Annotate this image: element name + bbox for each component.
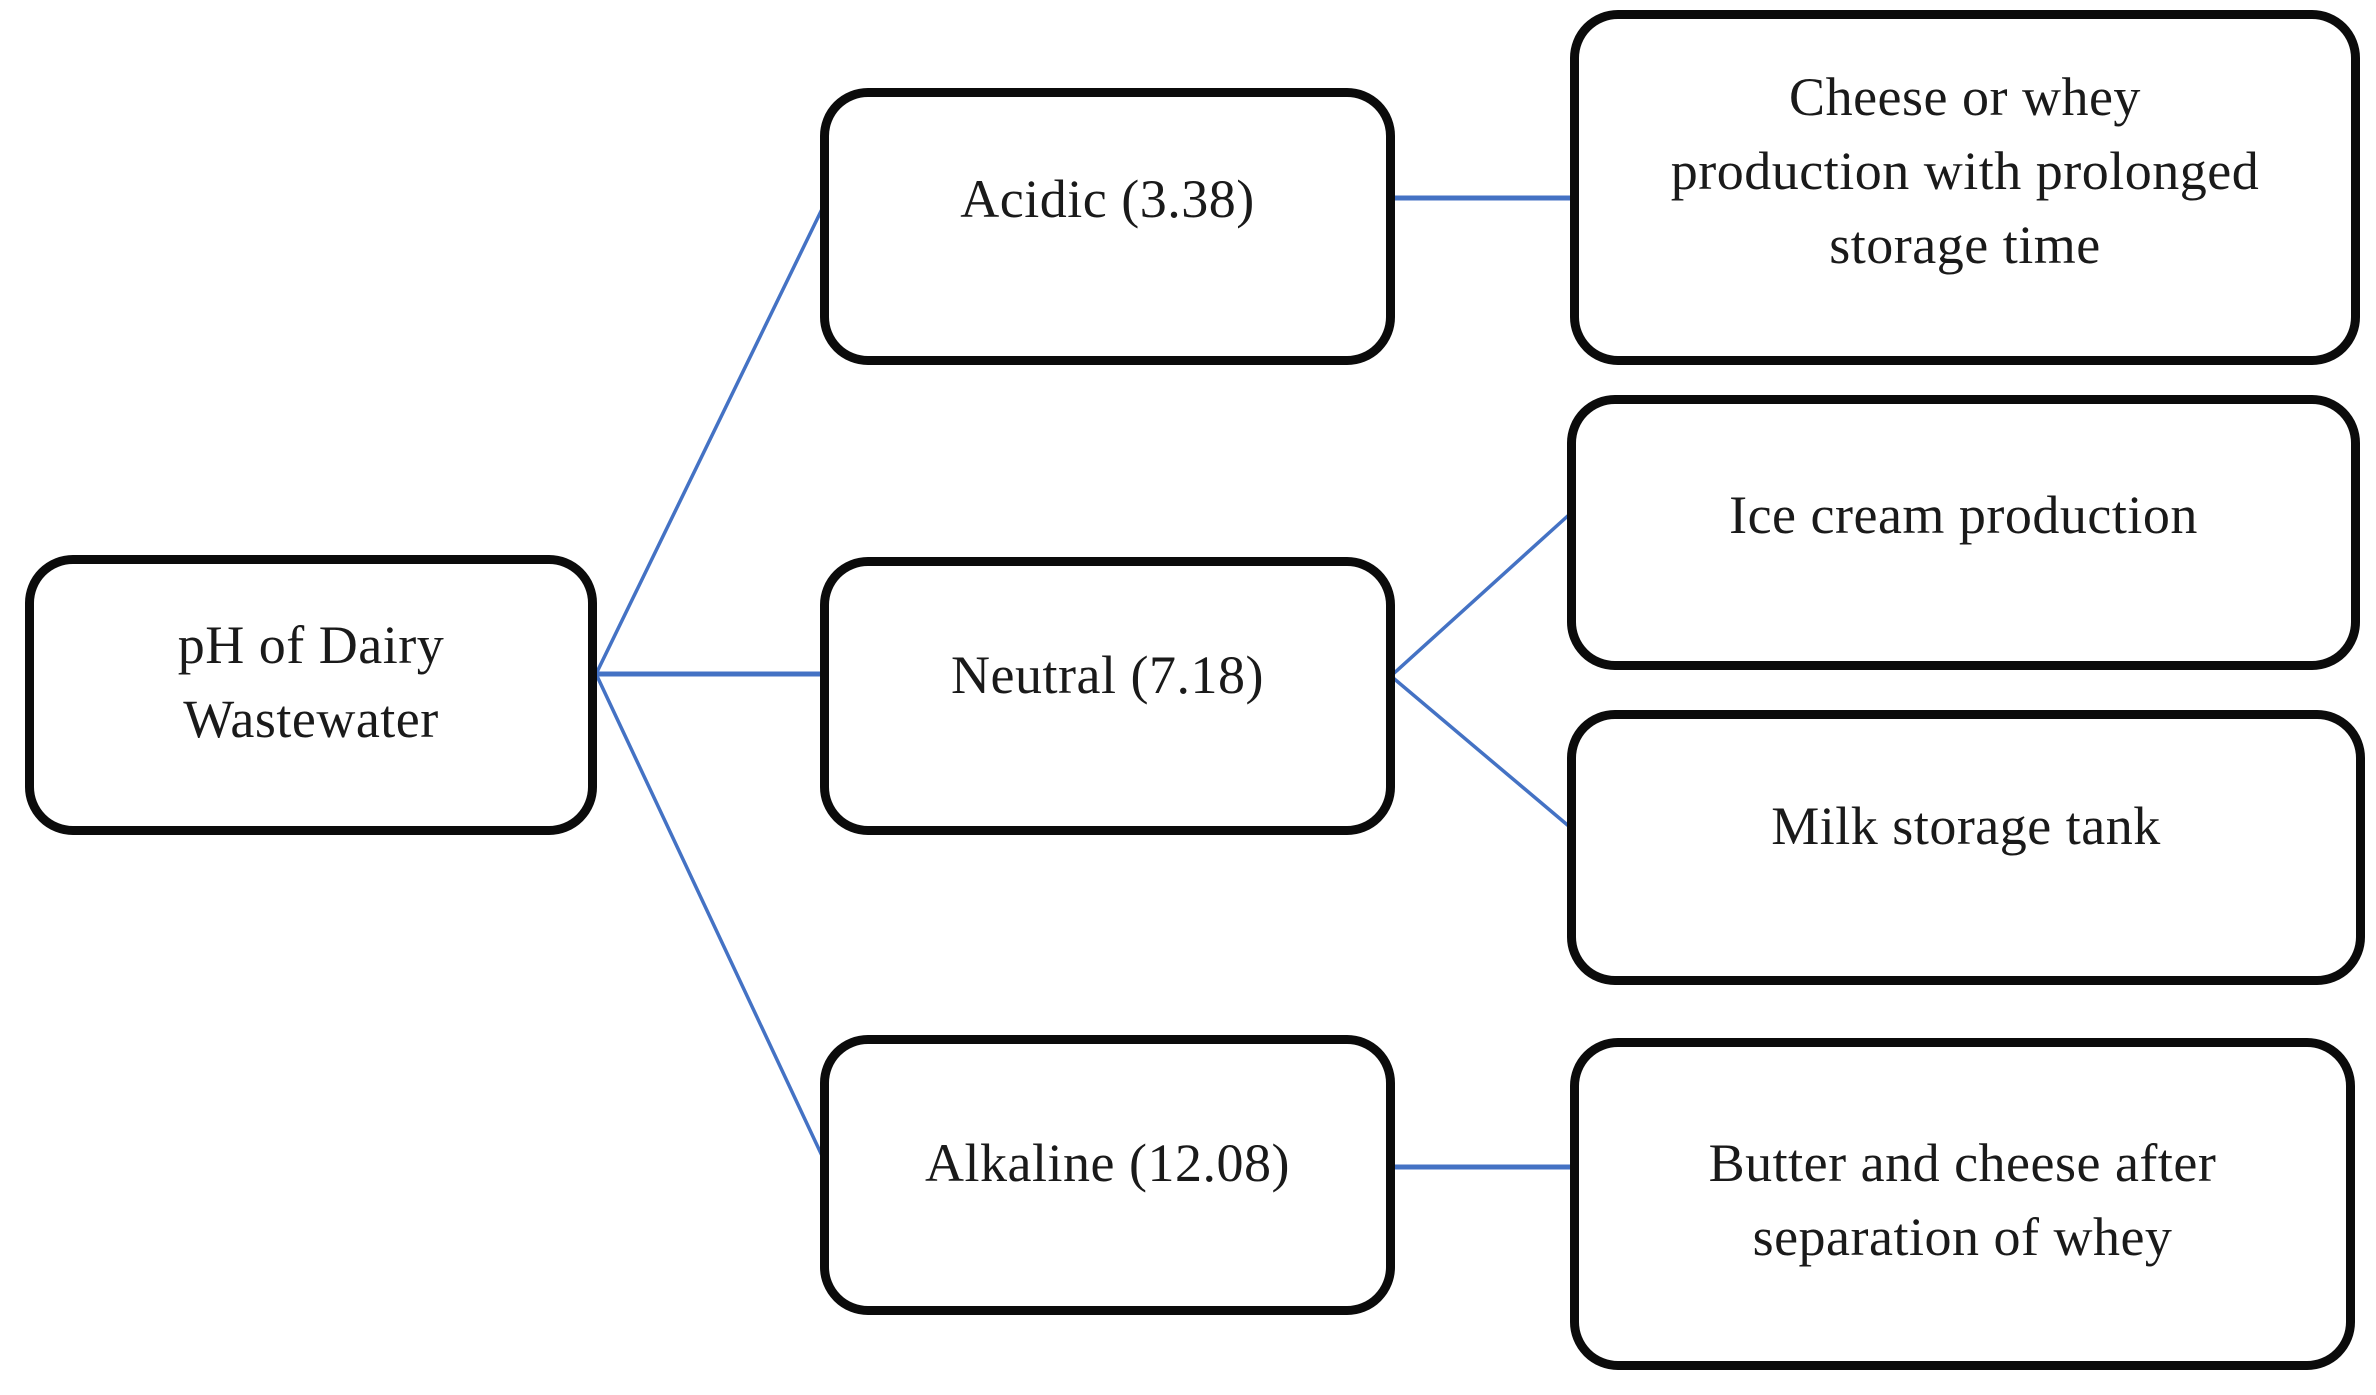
node-label-line: Wastewater	[183, 689, 439, 749]
node-alkaline: Alkaline (12.08)	[820, 1035, 1395, 1315]
node-neutral: Neutral (7.18)	[820, 557, 1395, 835]
node-label-line: Milk storage tank	[1771, 795, 2161, 856]
connector-neutral-milk-storage	[1390, 675, 1573, 830]
node-milk-storage-tank: Milk storage tank	[1567, 710, 2365, 985]
node-label-line: Butter and cheese after	[1708, 1133, 2217, 1193]
node-label-line: Alkaline (12.08)	[925, 1133, 1290, 1193]
node-butter-cheese-separation-label: Butter and cheese after separation of wh…	[1681, 1126, 2245, 1274]
node-label-line: Neutral (7.18)	[951, 645, 1264, 705]
node-alkaline-label: Alkaline (12.08)	[897, 1126, 1318, 1200]
node-label-line: pH of Dairy	[177, 615, 445, 675]
node-butter-cheese-separation: Butter and cheese after separation of wh…	[1570, 1038, 2355, 1370]
node-cheese-whey-production-label: Cheese or whey production with prolonged…	[1643, 60, 2287, 282]
node-cheese-whey-production: Cheese or whey production with prolonged…	[1570, 10, 2360, 365]
connector-root-alkaline	[595, 675, 826, 1161]
node-label-line: Acidic (3.38)	[960, 168, 1255, 229]
connector-neutral-ice-cream	[1390, 511, 1573, 677]
node-label-line: production with prolonged	[1670, 140, 2260, 201]
node-milk-storage-tank-label: Milk storage tank	[1743, 789, 2188, 863]
node-acidic-label: Acidic (3.38)	[932, 162, 1282, 236]
node-label-line: storage time	[1829, 214, 2101, 275]
node-ph-of-dairy-wastewater-label: pH of Dairy Wastewater	[150, 608, 472, 756]
node-ice-cream-production: Ice cream production	[1567, 395, 2360, 670]
node-label-line: Cheese or whey	[1789, 66, 2141, 127]
node-label-line: Ice cream production	[1729, 484, 2198, 545]
node-acidic: Acidic (3.38)	[820, 88, 1395, 365]
connector-root-acidic	[595, 204, 826, 673]
node-ph-of-dairy-wastewater: pH of Dairy Wastewater	[25, 555, 597, 835]
node-ice-cream-production-label: Ice cream production	[1701, 478, 2226, 552]
node-neutral-label: Neutral (7.18)	[923, 638, 1292, 712]
node-label-line: separation of whey	[1752, 1207, 2173, 1267]
